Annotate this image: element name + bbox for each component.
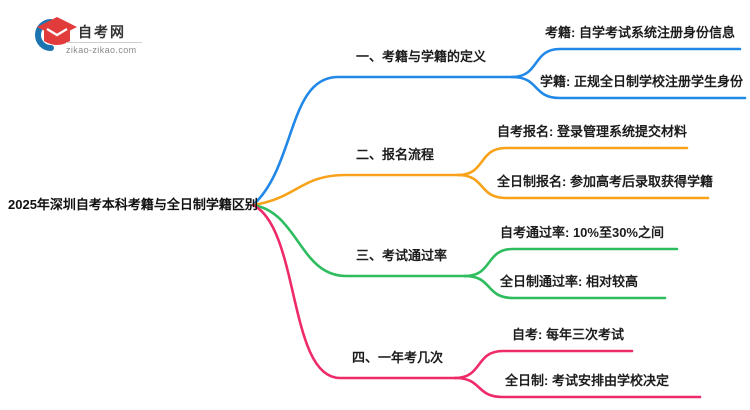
branch-1-label: 一、考籍与学籍的定义 xyxy=(356,49,487,64)
branch-3-child-1-line xyxy=(463,247,679,278)
branch-2-child-2-label: 全日制报名: 参加高考后录取获得学籍 xyxy=(497,174,713,189)
branch-4-child-2-line xyxy=(453,376,702,399)
branch-3-child-2-line xyxy=(463,274,667,300)
branch-1-main-line xyxy=(251,75,514,207)
branch-1-lines xyxy=(251,47,747,207)
branch-3-child-1-label: 自考通过率: 10%至30%之间 xyxy=(500,225,664,240)
branch-3-lines xyxy=(251,203,679,300)
site-logo: 自考网 zikao-zikao.com xyxy=(24,8,154,58)
branch-2-label: 二、报名流程 xyxy=(356,147,435,162)
logo-title: 自考网 xyxy=(78,24,126,40)
branch-4-child-1-label: 自考: 每年三次考试 xyxy=(512,327,624,342)
branch-2-main-line xyxy=(251,173,460,207)
branch-4-lines xyxy=(251,203,702,399)
branch-2-child-1-line xyxy=(456,146,689,177)
branch-4-child-1-line xyxy=(453,349,634,380)
branch-1-child-2-line xyxy=(510,75,747,100)
branch-3-label: 三、考试通过率 xyxy=(356,248,448,263)
central-topic: 2025年深圳自考本科考籍与全日制学籍区别 xyxy=(8,197,258,212)
branch-2-lines xyxy=(251,146,710,207)
branch-3-main-line xyxy=(251,203,467,278)
branch-2-child-1-label: 自考报名: 登录管理系统提交材料 xyxy=(497,124,687,139)
branch-4-main-line xyxy=(251,203,457,380)
branch-1-child-2-label: 学籍: 正规全日制学校注册学生身份 xyxy=(540,74,743,89)
logo-subtitle: zikao-zikao.com xyxy=(66,45,137,55)
branch-3-child-2-label: 全日制通过率: 相对较高 xyxy=(500,274,638,289)
branch-1-child-1-label: 考籍: 自学考试系统注册身份信息 xyxy=(545,25,735,40)
branch-4-child-2-label: 全日制: 考试安排由学校决定 xyxy=(505,373,669,388)
branch-4-label: 四、一年考几次 xyxy=(352,350,444,365)
branch-2-child-2-line xyxy=(456,173,710,200)
logo-divider xyxy=(66,42,142,43)
graduation-cap-icon xyxy=(35,17,77,51)
branch-1-child-1-line xyxy=(510,47,742,79)
